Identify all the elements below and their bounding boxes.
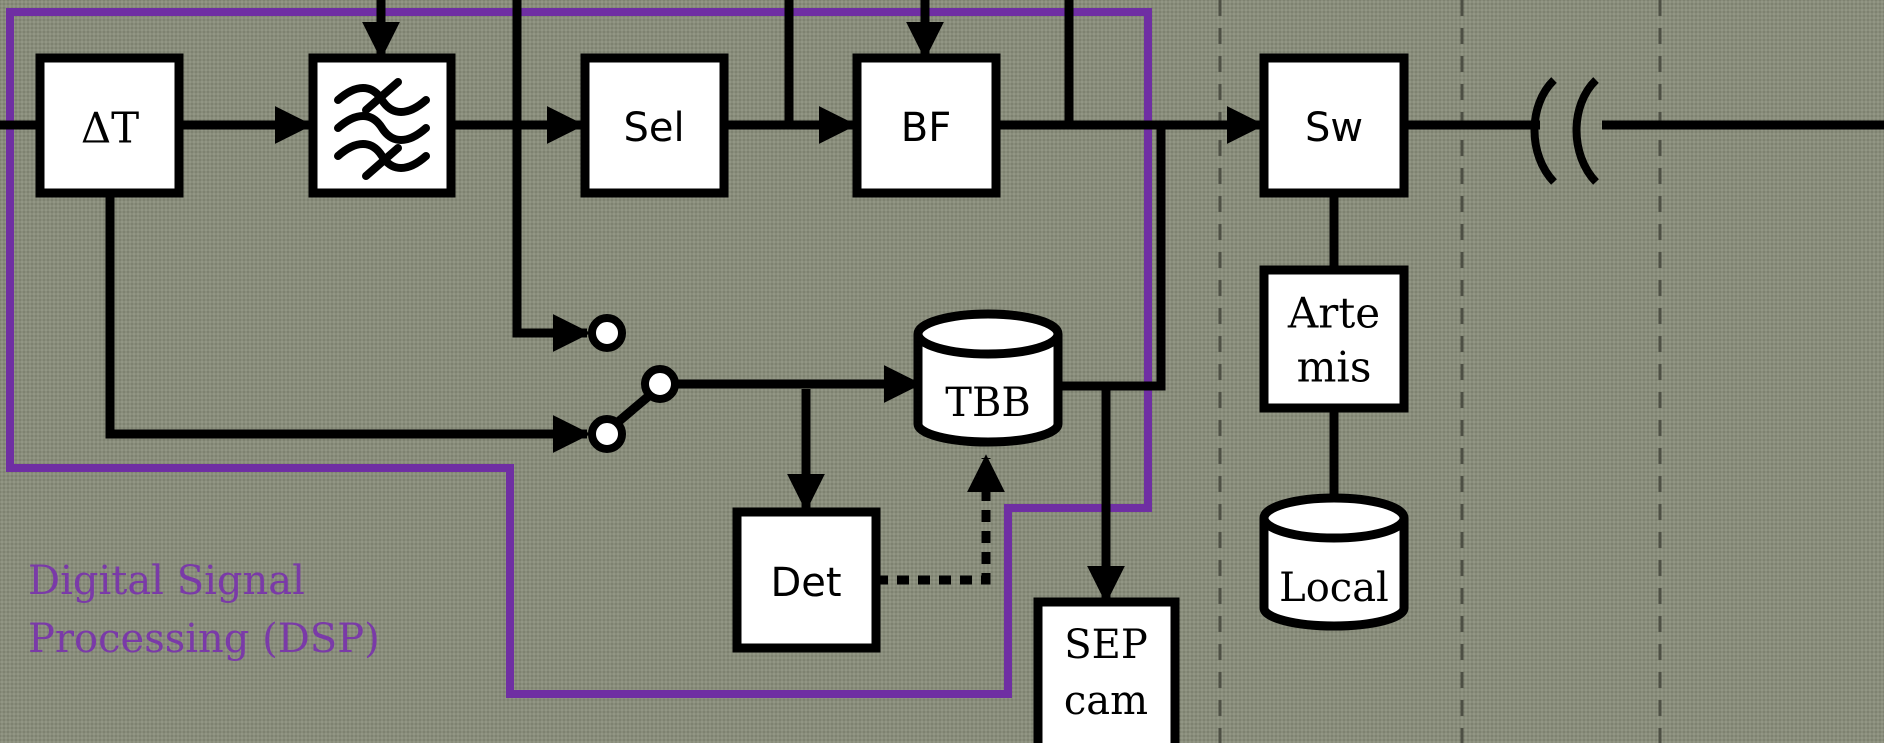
block-sep-label-2: cam	[1064, 678, 1148, 724]
block-delta-t-label: ΔT	[81, 104, 139, 153]
block-sel-label: Sel	[623, 105, 684, 151]
break-symbol	[1530, 77, 1600, 185]
storage-local-label: Local	[1279, 565, 1389, 611]
block-sel: Sel	[580, 53, 729, 198]
switch-contact-top	[588, 314, 626, 352]
dt-to-switch	[105, 193, 591, 453]
block-bf: BF	[852, 53, 1001, 198]
storage-tbb: TBB	[913, 309, 1063, 447]
dsp-label: Digital Signal Processing (DSP)	[28, 552, 380, 668]
storage-tbb-label: TBB	[945, 380, 1030, 426]
switch-pivot	[641, 365, 679, 403]
tbb-to-main	[1058, 125, 1166, 391]
block-sw-label: Sw	[1305, 105, 1363, 151]
dsp-label-line2: Processing (DSP)	[28, 616, 380, 662]
tap-to-switch	[512, 125, 591, 352]
block-delta-t: ΔT	[35, 53, 184, 198]
block-sw: Sw	[1259, 53, 1409, 198]
signal-lines	[0, 0, 1884, 604]
dsp-boundary	[6, 8, 1152, 698]
block-sep-label-1: SEP	[1064, 622, 1148, 668]
block-artemis-label-1: Arte	[1287, 289, 1380, 338]
dsp-label-line1: Digital Signal	[28, 558, 305, 604]
switch-blade	[615, 391, 653, 426]
switch	[588, 314, 679, 453]
filter-icon	[334, 78, 430, 180]
block-filter	[308, 53, 456, 198]
block-artemis-label-2: mis	[1297, 343, 1372, 392]
block-sep-cam: SEP cam	[1033, 597, 1180, 743]
switch-contact-bottom	[588, 415, 626, 453]
block-det: Det	[732, 507, 881, 653]
det-to-tbb-trigger	[876, 454, 1005, 585]
block-artemis: Arte mis	[1259, 265, 1409, 413]
block-bf-label: BF	[901, 105, 951, 151]
storage-local: Local	[1259, 493, 1409, 631]
block-det-label: Det	[770, 560, 841, 606]
